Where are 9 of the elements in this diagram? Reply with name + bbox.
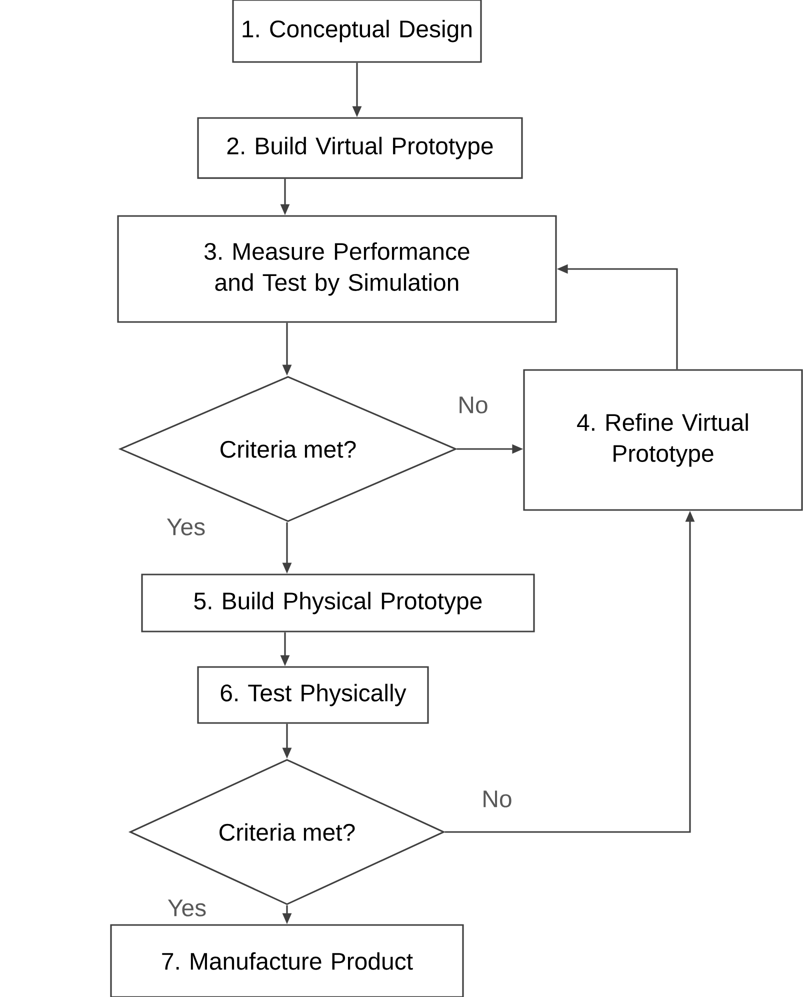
process-box: 4. Refine Virtual Prototype [523,369,803,511]
process-box: 7. Manufacture Product [110,924,464,997]
process-box: 5. Build Physical Prototype [141,574,535,632]
edge-label: No [456,394,490,416]
process-box: 3. Measure Performance and Test by Simulation [117,215,557,323]
process-box: 1. Conceptual Design [232,0,482,63]
process-box: 6. Test Physically [197,666,429,724]
edge-label: No [480,788,514,810]
process-box: 2. Build Virtual Prototype [197,117,523,179]
